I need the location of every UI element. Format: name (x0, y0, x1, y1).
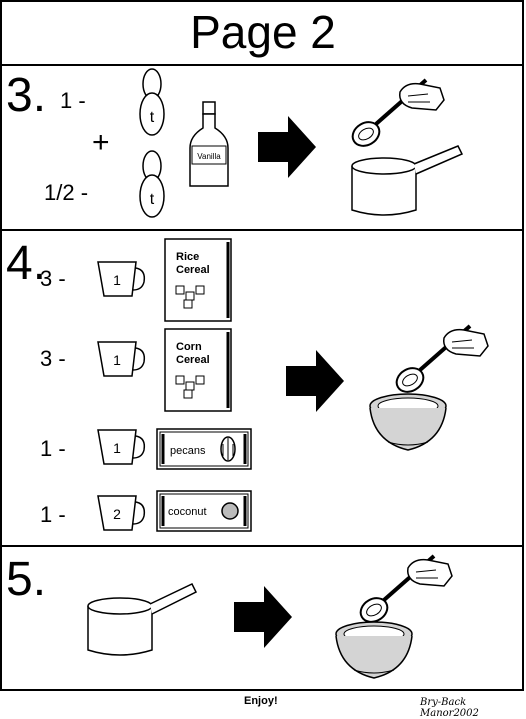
cup-amount: 2 (113, 506, 121, 522)
credit-signature: Bry-Back Manor2002 (420, 697, 479, 719)
step-4-qty: 1 - (40, 436, 66, 461)
coconut-bag-icon: coconut (156, 490, 252, 532)
vanilla-label: Vanilla (197, 152, 221, 161)
box-label-line-1: Corn (176, 341, 202, 353)
vanilla-bottle-icon: Vanilla (189, 101, 229, 187)
saucepan-icon (351, 145, 464, 216)
hand-with-spoon-icon (351, 78, 445, 147)
measuring-cup-icon: 1 (97, 429, 146, 465)
cup-amount: 1 (113, 272, 121, 288)
step-4-qty: 1 - (40, 502, 66, 527)
step-4-qty: 3 - (40, 266, 66, 291)
step-3-number: 3. (6, 69, 47, 122)
step-4-qty: 3 - (40, 346, 66, 371)
enjoy-text: Enjoy! (244, 695, 278, 707)
teaspoon-label: t (150, 109, 155, 126)
measuring-cup-icon: 1 (97, 261, 146, 297)
package-label: coconut (168, 506, 207, 518)
measuring-cup-icon: 2 (97, 495, 146, 531)
arrow-right-icon (258, 116, 316, 178)
saucepan-icon (87, 583, 198, 656)
teaspoon-label: t (150, 191, 155, 208)
hand-with-spoon-icon (359, 554, 453, 623)
step-4-number: 4. (6, 237, 47, 290)
mixing-bowl-icon (335, 621, 413, 679)
box-label-line-2: Cereal (176, 264, 210, 276)
pecans-bag-icon: pecans (156, 428, 252, 470)
page-title: Page 2 (190, 6, 336, 58)
arrow-right-icon (234, 586, 292, 648)
plus-sign: + (92, 126, 110, 159)
step-3-qty-2: 1/2 - (44, 180, 89, 205)
step-5-box (0, 545, 524, 691)
corn-cereal-box-icon: Corn Cereal (164, 328, 232, 412)
mixing-bowl-icon (369, 393, 447, 451)
box-label-line-1: Rice (176, 251, 199, 263)
hand-with-spoon-icon (395, 324, 489, 393)
teaspoon-icon: t (139, 150, 165, 218)
rice-cereal-box-icon: Rice Cereal (164, 238, 232, 322)
arrow-right-icon (286, 350, 344, 412)
step-5-number: 5. (6, 553, 47, 606)
cup-amount: 1 (113, 352, 121, 368)
package-label: pecans (170, 445, 206, 457)
measuring-cup-icon: 1 (97, 341, 146, 377)
cup-amount: 1 (113, 440, 121, 456)
teaspoon-icon: t (139, 68, 165, 136)
box-label-line-2: Cereal (176, 354, 210, 366)
step-3-qty-1: 1 - (60, 88, 86, 113)
